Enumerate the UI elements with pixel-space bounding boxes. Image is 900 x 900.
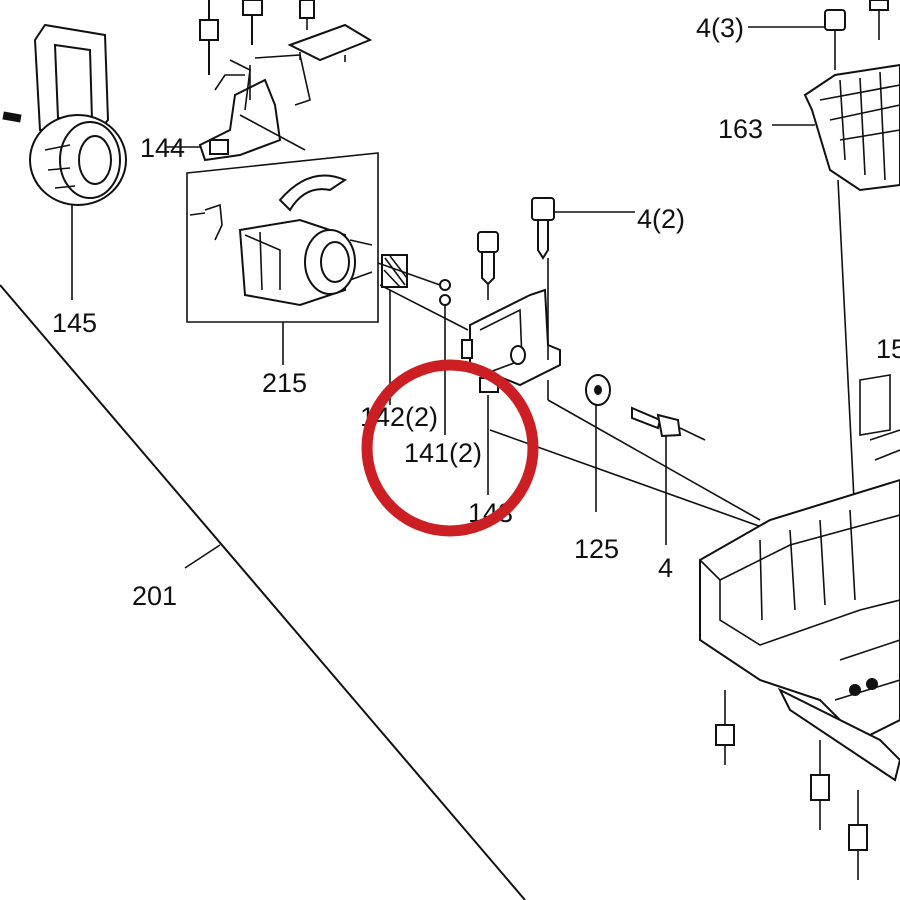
callout-4-3: 4(3) xyxy=(696,13,744,43)
screw-4 xyxy=(631,406,706,441)
knob-part-145 xyxy=(2,23,127,206)
base-outline-201 xyxy=(0,284,526,900)
callout-144: 144 xyxy=(140,133,185,163)
washer-125 xyxy=(585,374,611,406)
highlight-circle xyxy=(361,359,539,537)
leader-163-down xyxy=(837,179,856,521)
callout-145: 145 xyxy=(52,308,97,338)
housing-body xyxy=(699,374,900,782)
callout-201: 201 xyxy=(132,581,177,611)
axis-line-4 xyxy=(379,284,469,331)
bottom-screws xyxy=(715,690,868,880)
pcb-part-163 xyxy=(803,0,900,192)
leader-201 xyxy=(184,544,221,569)
spring-and-balls xyxy=(377,254,451,306)
callout-4-2: 4(2) xyxy=(637,204,685,234)
bracket-screws xyxy=(477,197,555,360)
callout-141: 141(2) xyxy=(404,438,482,468)
top-screws xyxy=(199,0,315,75)
callout-215: 215 xyxy=(262,368,307,398)
callout-125: 125 xyxy=(574,534,619,564)
assembly-box-215 xyxy=(186,152,379,323)
switch-bracket-144 xyxy=(198,23,373,162)
callout-4: 4 xyxy=(658,553,673,583)
bracket-143 xyxy=(461,288,561,393)
callout-163: 163 xyxy=(718,114,763,144)
callout-15: 15 xyxy=(876,334,900,364)
axis-line-2 xyxy=(547,399,761,521)
